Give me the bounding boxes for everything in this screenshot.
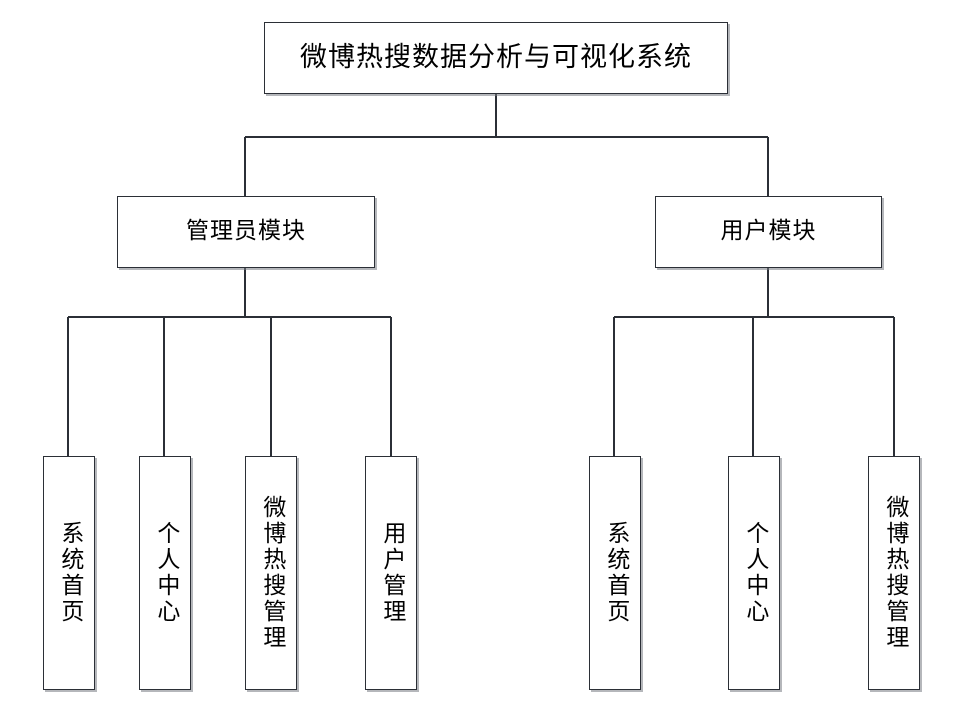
- leaf-node-user-home-label: 系统首页: [602, 521, 629, 625]
- leaf-node-user-profile-label: 个人中心: [741, 521, 768, 625]
- leaf-node-user-profile[interactable]: 个人中心: [728, 456, 780, 690]
- leaf-node-admin-profile-label: 个人中心: [152, 521, 179, 625]
- root-node-label: 微博热搜数据分析与可视化系统: [300, 42, 692, 74]
- leaf-node-admin-home-label: 系统首页: [56, 521, 83, 625]
- branch-node-admin-label: 管理员模块: [186, 218, 306, 245]
- leaf-node-admin-profile[interactable]: 个人中心: [139, 456, 191, 690]
- branch-node-user-module[interactable]: 用户模块: [655, 196, 882, 268]
- branch-node-user-label: 用户模块: [720, 218, 817, 245]
- branch-node-admin-module[interactable]: 管理员模块: [117, 196, 375, 268]
- leaf-node-user-hotsearch[interactable]: 微博热搜管理: [868, 456, 920, 690]
- leaf-node-user-hotsearch-label: 微博热搜管理: [881, 495, 908, 651]
- root-node-system-title[interactable]: 微博热搜数据分析与可视化系统: [264, 22, 728, 94]
- leaf-node-admin-users[interactable]: 用户管理: [365, 456, 417, 690]
- leaf-node-user-home[interactable]: 系统首页: [589, 456, 641, 690]
- leaf-node-admin-users-label: 用户管理: [378, 521, 405, 625]
- leaf-node-admin-hotsearch[interactable]: 微博热搜管理: [245, 456, 297, 690]
- leaf-node-admin-home[interactable]: 系统首页: [43, 456, 95, 690]
- leaf-node-admin-hotsearch-label: 微博热搜管理: [258, 495, 285, 651]
